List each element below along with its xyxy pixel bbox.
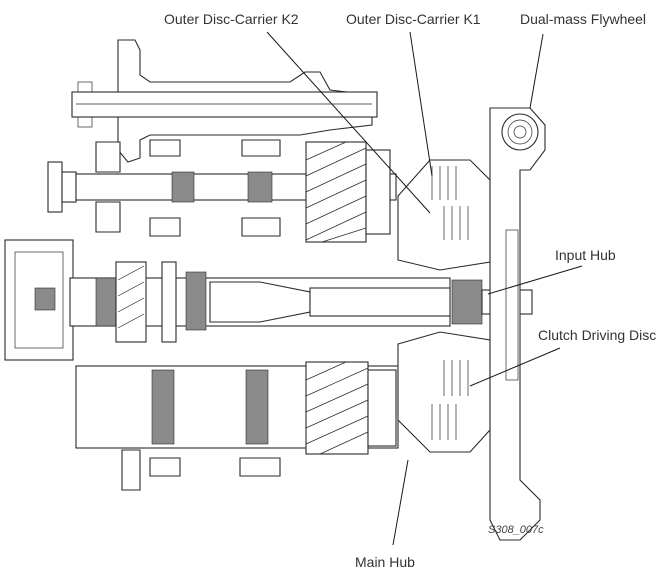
label-input-hub: Input Hub <box>555 247 616 263</box>
flywheel <box>489 107 546 541</box>
dual-clutch-pack <box>397 159 491 453</box>
lower-output-shaft <box>75 361 399 491</box>
input-shaft <box>4 239 533 361</box>
helical-gear-teeth-upper <box>305 141 367 243</box>
leader-clutch-driving-disc <box>469 347 561 387</box>
figure-reference-code: S308_007c <box>488 524 544 536</box>
leader-main-hub <box>392 459 409 546</box>
label-outer-disc-carrier-k1: Outer Disc-Carrier K1 <box>346 11 481 27</box>
label-main-hub: Main Hub <box>355 554 415 570</box>
leader-input-hub <box>487 265 583 295</box>
label-outer-disc-carrier-k2: Outer Disc-Carrier K2 <box>164 11 299 27</box>
label-clutch-driving-disc: Clutch Driving Disc <box>538 327 657 343</box>
helical-gear-teeth-input <box>117 265 145 329</box>
leader-dual-mass-flywheel <box>529 33 544 109</box>
upper-shaft <box>71 39 378 163</box>
leader-outer-disc-carrier-k2 <box>266 31 431 214</box>
leader-lines <box>266 31 583 546</box>
label-dual-mass-flywheel: Dual-mass Flywheel <box>520 11 647 27</box>
leader-outer-disc-carrier-k1 <box>409 31 433 177</box>
helical-gear-teeth-lower <box>305 361 369 455</box>
upper-output-shaft <box>47 139 397 243</box>
